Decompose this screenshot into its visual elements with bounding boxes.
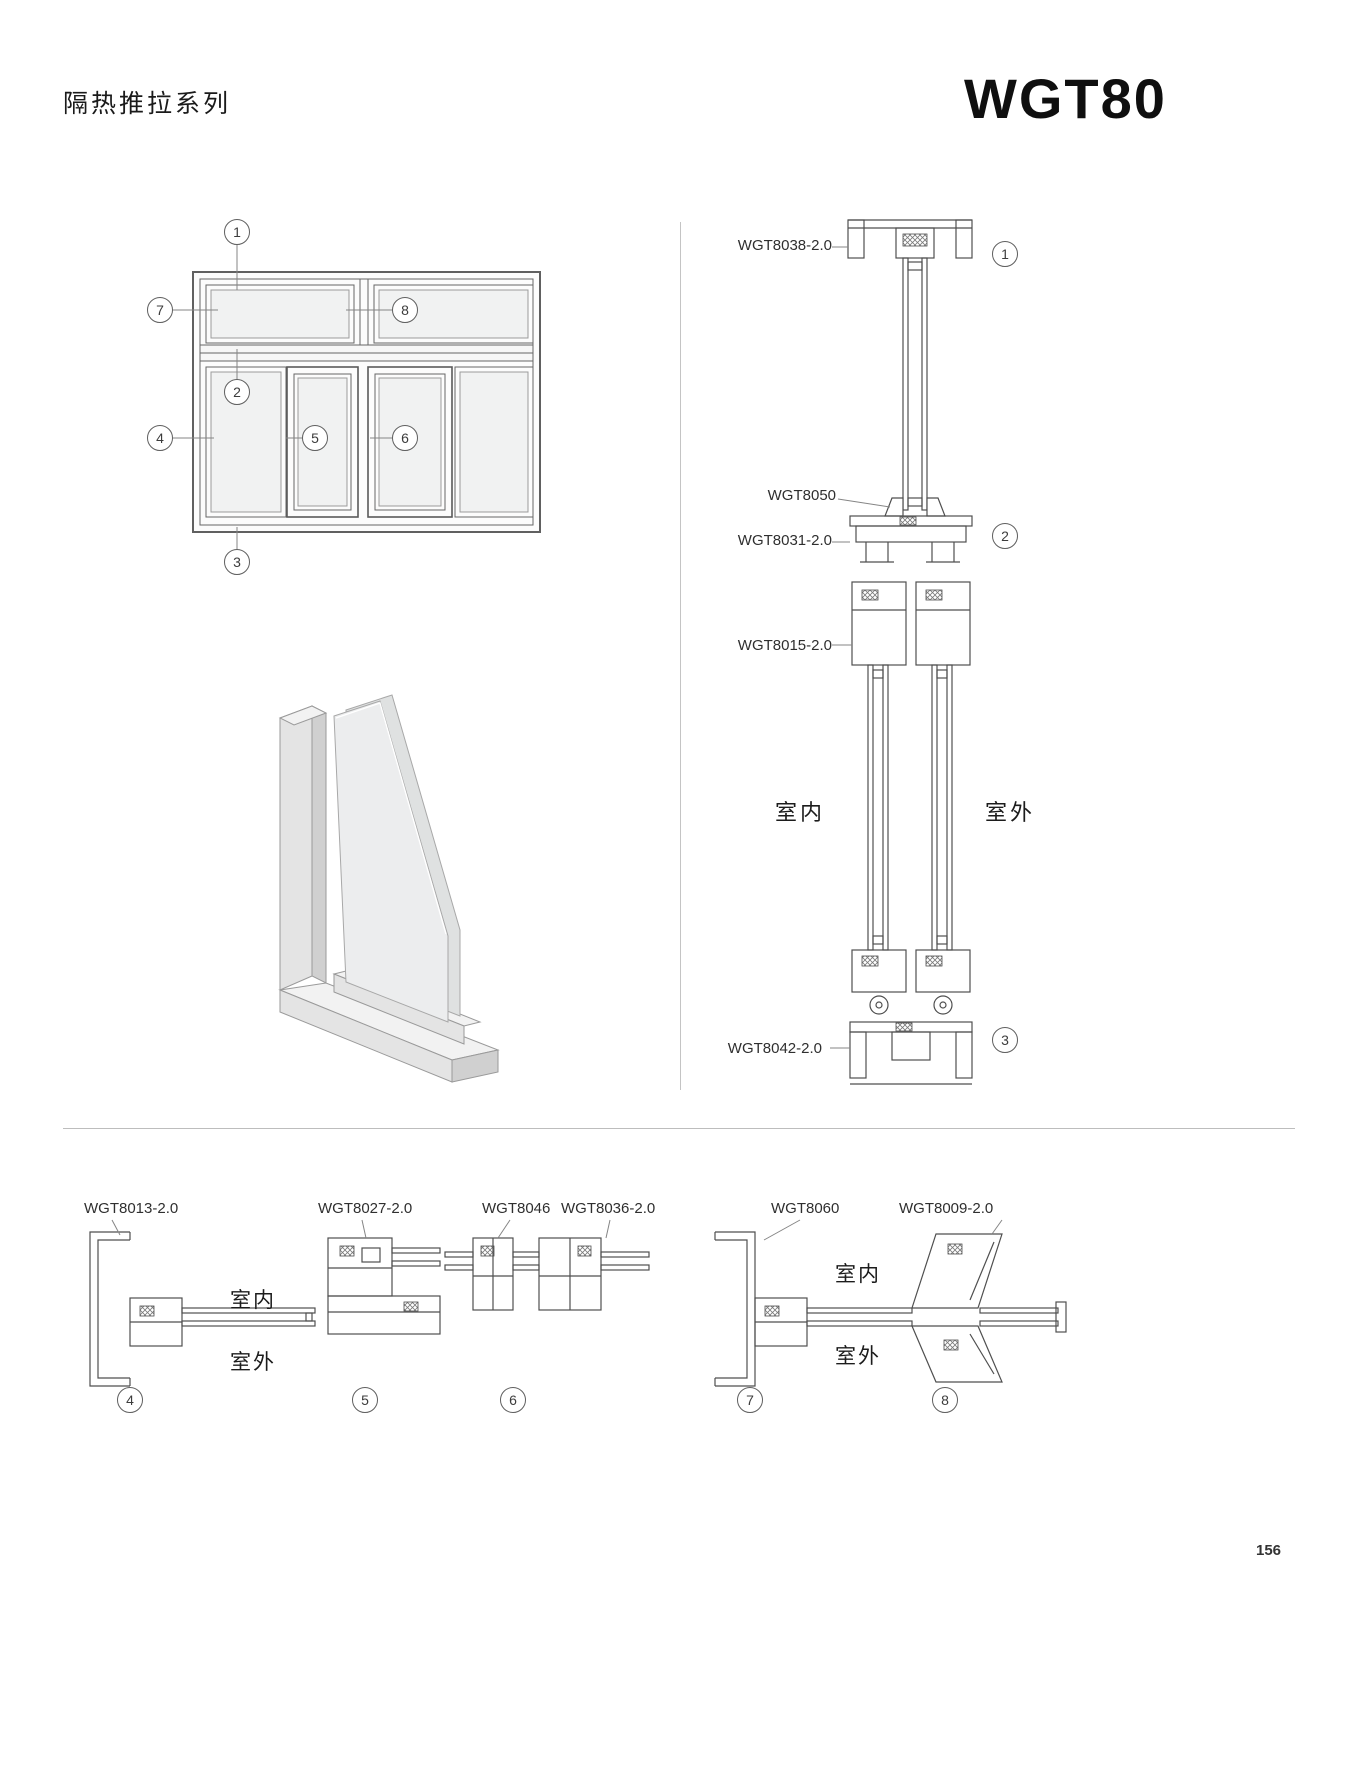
callout-v2: 2 (992, 523, 1018, 549)
vertical-divider (680, 222, 681, 1090)
callout-6: 6 (392, 425, 418, 451)
callout-7: 7 (147, 297, 173, 323)
part-label-wgt8060: WGT8060 (771, 1200, 840, 1217)
indoor-label-vertical: 室内 (775, 800, 826, 825)
callout-1: 1 (224, 219, 250, 245)
lower-glazing-units (867, 664, 953, 951)
part-label-wgt8038: WGT8038-2.0 (737, 237, 832, 254)
callout-5: 5 (302, 425, 328, 451)
callout-h4: 4 (117, 1387, 143, 1413)
isometric-profile-drawing (278, 694, 500, 1083)
outdoor-label-right-group: 室外 (835, 1345, 881, 1368)
callout-h8: 8 (932, 1387, 958, 1413)
callout-h5: 5 (352, 1387, 378, 1413)
callout-v3: 3 (992, 1027, 1018, 1053)
part-label-wgt8013: WGT8013-2.0 (84, 1200, 179, 1217)
section-left-jamb (89, 1219, 316, 1387)
vertical-section-leader-lines (830, 246, 891, 1049)
section-corner-transom (911, 1219, 1067, 1383)
part-label-wgt8042: WGT8042-2.0 (727, 1040, 822, 1057)
sash-top-profiles (851, 581, 971, 666)
callout-h7: 7 (737, 1387, 763, 1413)
iso-jamb (278, 705, 328, 991)
callout-h6: 6 (500, 1387, 526, 1413)
outdoor-label-left-group: 室外 (230, 1351, 276, 1374)
outdoor-label-vertical: 室外 (985, 800, 1036, 825)
transom-profile (849, 515, 973, 563)
callout-3: 3 (224, 549, 250, 575)
window-elevation-drawing (173, 245, 541, 549)
upper-glazing-unit (884, 257, 946, 517)
elevation-frame (192, 271, 541, 533)
head-frame-profile (847, 219, 973, 259)
part-label-wgt8009: WGT8009-2.0 (899, 1200, 994, 1217)
horizontal-sections-drawing (89, 1219, 1067, 1387)
section-meeting-stile (444, 1219, 650, 1311)
horizontal-divider (63, 1128, 1295, 1129)
sill-profile (849, 1021, 973, 1085)
page-number: 156 (1256, 1542, 1282, 1559)
series-title: 隔热推拉系列 (63, 90, 232, 118)
model-title: WGT80 (964, 67, 1167, 130)
indoor-label-left-group: 室内 (230, 1289, 276, 1312)
indoor-label-right-group: 室内 (835, 1263, 881, 1286)
part-label-wgt8046: WGT8046 (482, 1200, 551, 1217)
section-right-jamb (714, 1219, 913, 1387)
iso-glass-panes (333, 694, 461, 1023)
sash-bottom-profiles (851, 949, 971, 1015)
iso-sill (278, 982, 500, 1083)
part-label-wgt8015: WGT8015-2.0 (737, 637, 832, 654)
part-label-wgt8050: WGT8050 (767, 487, 836, 504)
callout-2: 2 (224, 379, 250, 405)
callout-8: 8 (392, 297, 418, 323)
elevation-leader-lines (173, 245, 392, 549)
callout-4: 4 (147, 425, 173, 451)
part-label-wgt8027: WGT8027-2.0 (318, 1200, 413, 1217)
part-label-wgt8031: WGT8031-2.0 (737, 532, 832, 549)
section-interlock (327, 1219, 441, 1335)
vertical-section-drawing (830, 219, 973, 1085)
part-label-wgt8036: WGT8036-2.0 (561, 1200, 656, 1217)
callout-v1: 1 (992, 241, 1018, 267)
